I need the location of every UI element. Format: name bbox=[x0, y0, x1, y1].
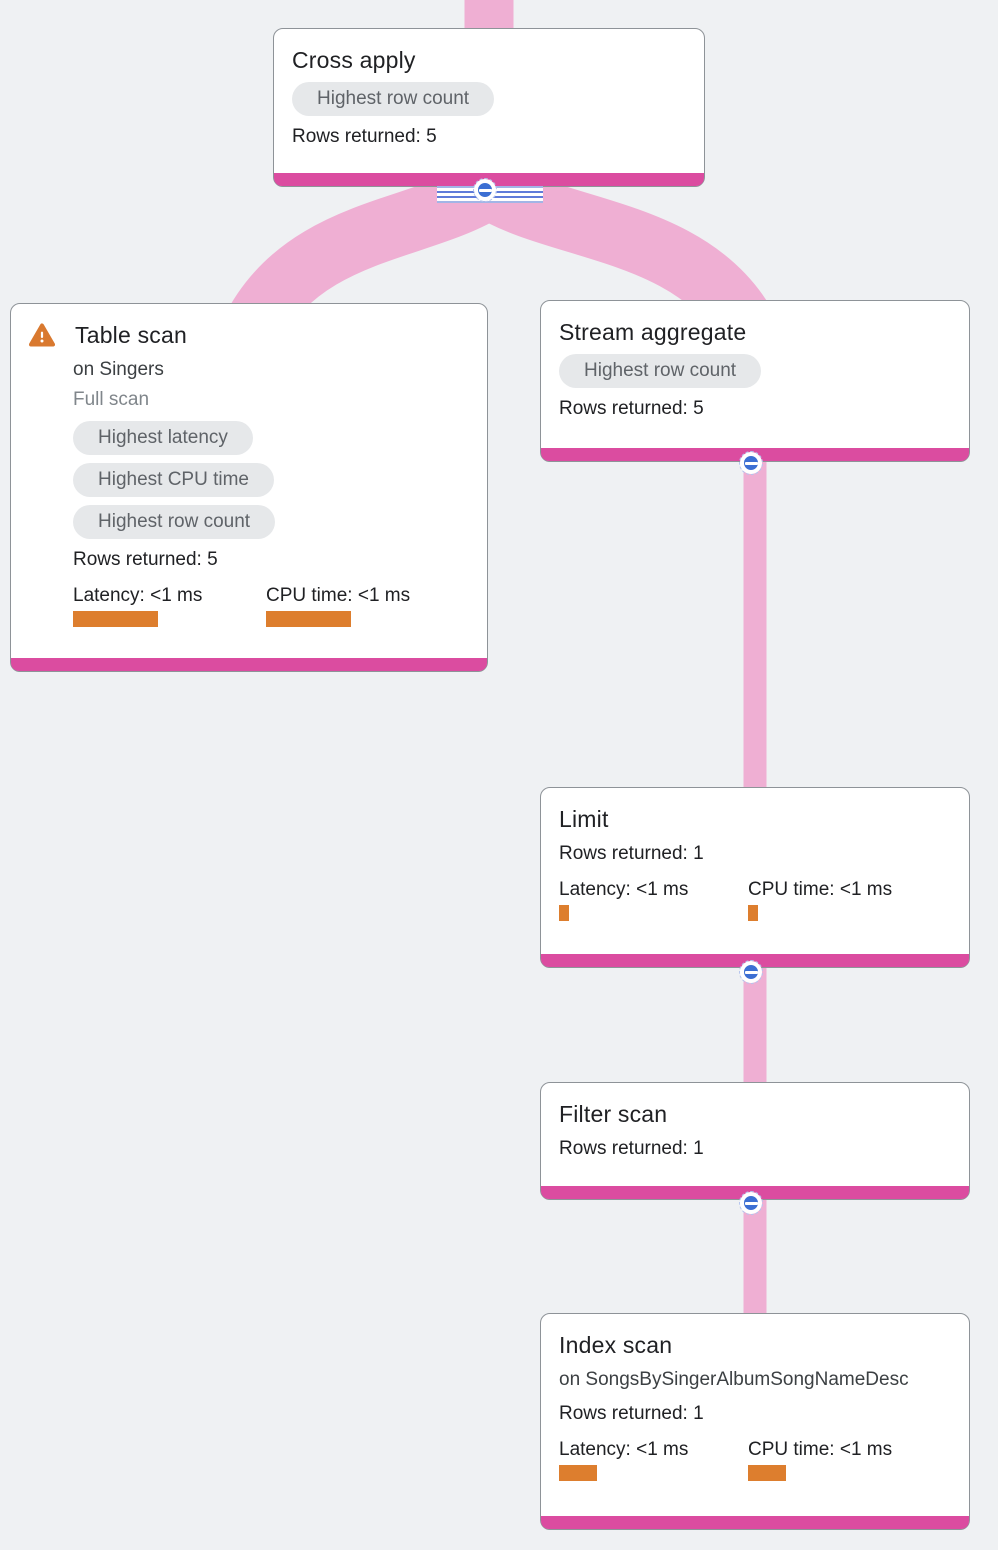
node-table-scan[interactable]: Table scan on Singers Full scan Highest … bbox=[10, 303, 488, 672]
badge-highest-latency: Highest latency bbox=[73, 421, 253, 455]
node-limit[interactable]: Limit Rows returned: 1 Latency: <1 ms CP… bbox=[540, 787, 970, 968]
minus-icon bbox=[478, 188, 492, 192]
node-cross-apply[interactable]: Cross apply Highest row count Rows retur… bbox=[273, 28, 705, 187]
node-filter-scan[interactable]: Filter scan Rows returned: 1 bbox=[540, 1082, 970, 1200]
collapse-button-cross-apply[interactable] bbox=[473, 178, 497, 202]
rows-returned-text: Rows returned: 5 bbox=[73, 549, 218, 570]
rows-returned-text: Rows returned: 5 bbox=[559, 398, 704, 419]
node-bottom-bar bbox=[541, 1516, 969, 1529]
latency-bar bbox=[559, 1465, 597, 1481]
cpu-time-bar bbox=[266, 611, 351, 627]
cpu-time-bar bbox=[748, 1465, 786, 1481]
badge-highest-cpu-time: Highest CPU time bbox=[73, 463, 274, 497]
rows-returned-text: Rows returned: 1 bbox=[559, 1138, 704, 1159]
collapse-button-limit[interactable] bbox=[739, 960, 763, 984]
node-target-text: on Singers bbox=[73, 359, 164, 380]
node-title: Stream aggregate bbox=[559, 319, 747, 345]
latency-bar bbox=[559, 905, 569, 921]
cpu-time-bar bbox=[748, 905, 758, 921]
warning-icon bbox=[29, 323, 55, 347]
latency-label: Latency: <1 ms bbox=[559, 879, 689, 900]
cpu-time-label: CPU time: <1 ms bbox=[266, 585, 411, 606]
node-bottom-bar bbox=[541, 954, 969, 967]
collapse-button-stream-aggregate[interactable] bbox=[739, 451, 763, 475]
badge-highest-row-count: Highest row count bbox=[292, 82, 495, 116]
latency-label: Latency: <1 ms bbox=[559, 1439, 689, 1460]
cpu-time-label: CPU time: <1 ms bbox=[748, 1439, 893, 1460]
rows-returned-text: Rows returned: 1 bbox=[559, 1403, 704, 1424]
rows-returned-text: Rows returned: 5 bbox=[292, 126, 437, 147]
minus-icon bbox=[744, 461, 758, 465]
minus-icon bbox=[744, 970, 758, 974]
node-title: Cross apply bbox=[292, 47, 416, 73]
node-title: Table scan bbox=[75, 322, 187, 348]
latency-label: Latency: <1 ms bbox=[73, 585, 203, 606]
minus-icon bbox=[744, 1201, 758, 1205]
node-index-scan[interactable]: Index scan on SongsBySingerAlbumSongName… bbox=[540, 1313, 970, 1530]
collapse-button-filter-scan[interactable] bbox=[739, 1191, 763, 1215]
cpu-time-label: CPU time: <1 ms bbox=[748, 879, 893, 900]
node-target-text: on SongsBySingerAlbumSongNameDesc bbox=[559, 1369, 909, 1390]
node-bottom-bar bbox=[11, 658, 487, 671]
badge-highest-row-count: Highest row count bbox=[559, 354, 762, 388]
scan-type-text: Full scan bbox=[73, 389, 150, 410]
node-stream-aggregate[interactable]: Stream aggregate Highest row count Rows … bbox=[540, 300, 970, 462]
node-title: Limit bbox=[559, 806, 609, 832]
node-title: Index scan bbox=[559, 1332, 673, 1358]
badge-highest-row-count: Highest row count bbox=[73, 505, 276, 539]
node-title: Filter scan bbox=[559, 1101, 668, 1127]
edge-crossapply-streamaggregate bbox=[472, 161, 777, 348]
rows-returned-text: Rows returned: 1 bbox=[559, 843, 704, 864]
latency-bar bbox=[73, 611, 158, 627]
